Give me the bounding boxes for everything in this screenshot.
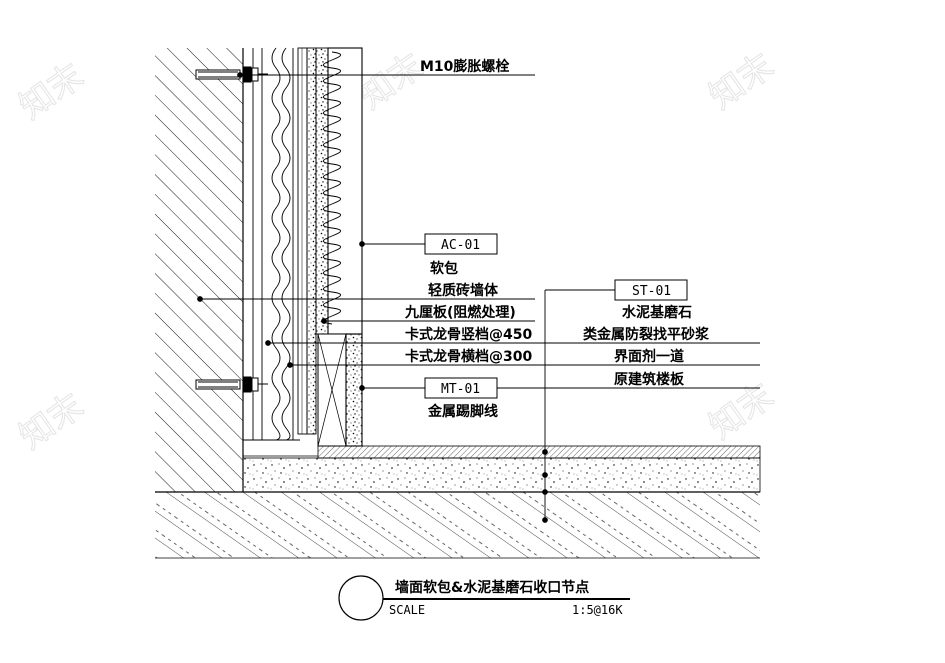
watermark-group: 知末 知末 知末 知末 知末 (12, 45, 782, 458)
brick-wall-hatch (155, 48, 243, 492)
soft-pack-panel (327, 47, 363, 335)
leader-lines (197, 72, 760, 523)
label-light-brick: 轻质砖墙体 (428, 282, 499, 299)
soft-pack-insulation (323, 51, 341, 325)
title-circle (338, 575, 384, 621)
label-skirting: 金属踢脚线 (427, 403, 498, 420)
label-terrazzo: 水泥基磨石 (622, 304, 692, 321)
label-interface: 界面剂一道 (614, 348, 684, 365)
keel-framing (243, 47, 300, 441)
mt-01-tag-box (424, 377, 498, 399)
expansion-bolt-bottom (195, 376, 268, 393)
label-st-tag: ST-01 (632, 284, 671, 299)
expansion-bolt-top (195, 66, 268, 83)
label-plywood: 九厘板(阻燃处理) (404, 304, 516, 321)
st-01-tag-box (614, 279, 688, 301)
watermark: 知末 (352, 46, 431, 118)
label-keel-horizontal: 卡式龙骨横档@300 (405, 348, 532, 365)
label-mortar: 类金属防裂找平砂浆 (583, 326, 710, 343)
floor-slab (155, 492, 760, 558)
terrazzo-layer (317, 445, 761, 459)
watermark: 知末 (702, 376, 781, 448)
scale-label: SCALE (389, 603, 425, 617)
scale-value: 1:5@16K (572, 603, 623, 617)
label-soft-pack: 软包 (430, 260, 458, 277)
label-slab: 原建筑楼板 (614, 371, 685, 388)
watermark: 知末 (12, 386, 91, 458)
label-mt-tag: MT-01 (441, 382, 480, 397)
watermark: 知末 (12, 56, 91, 128)
ac-01-tag-box (424, 233, 498, 255)
plywood-board (297, 47, 308, 435)
metal-skirting (345, 333, 363, 447)
label-keel-vertical: 卡式龙骨竖档@450 (405, 326, 532, 343)
plywood-board-2 (306, 47, 317, 435)
label-ac-tag: AC-01 (441, 238, 480, 253)
leveling-mortar-layer (242, 457, 761, 493)
drawing-title: 墙面软包&水泥基磨石收口节点 (395, 579, 589, 596)
label-bolt: M10膨胀螺栓 (420, 58, 509, 75)
watermark: 知末 (702, 46, 781, 118)
